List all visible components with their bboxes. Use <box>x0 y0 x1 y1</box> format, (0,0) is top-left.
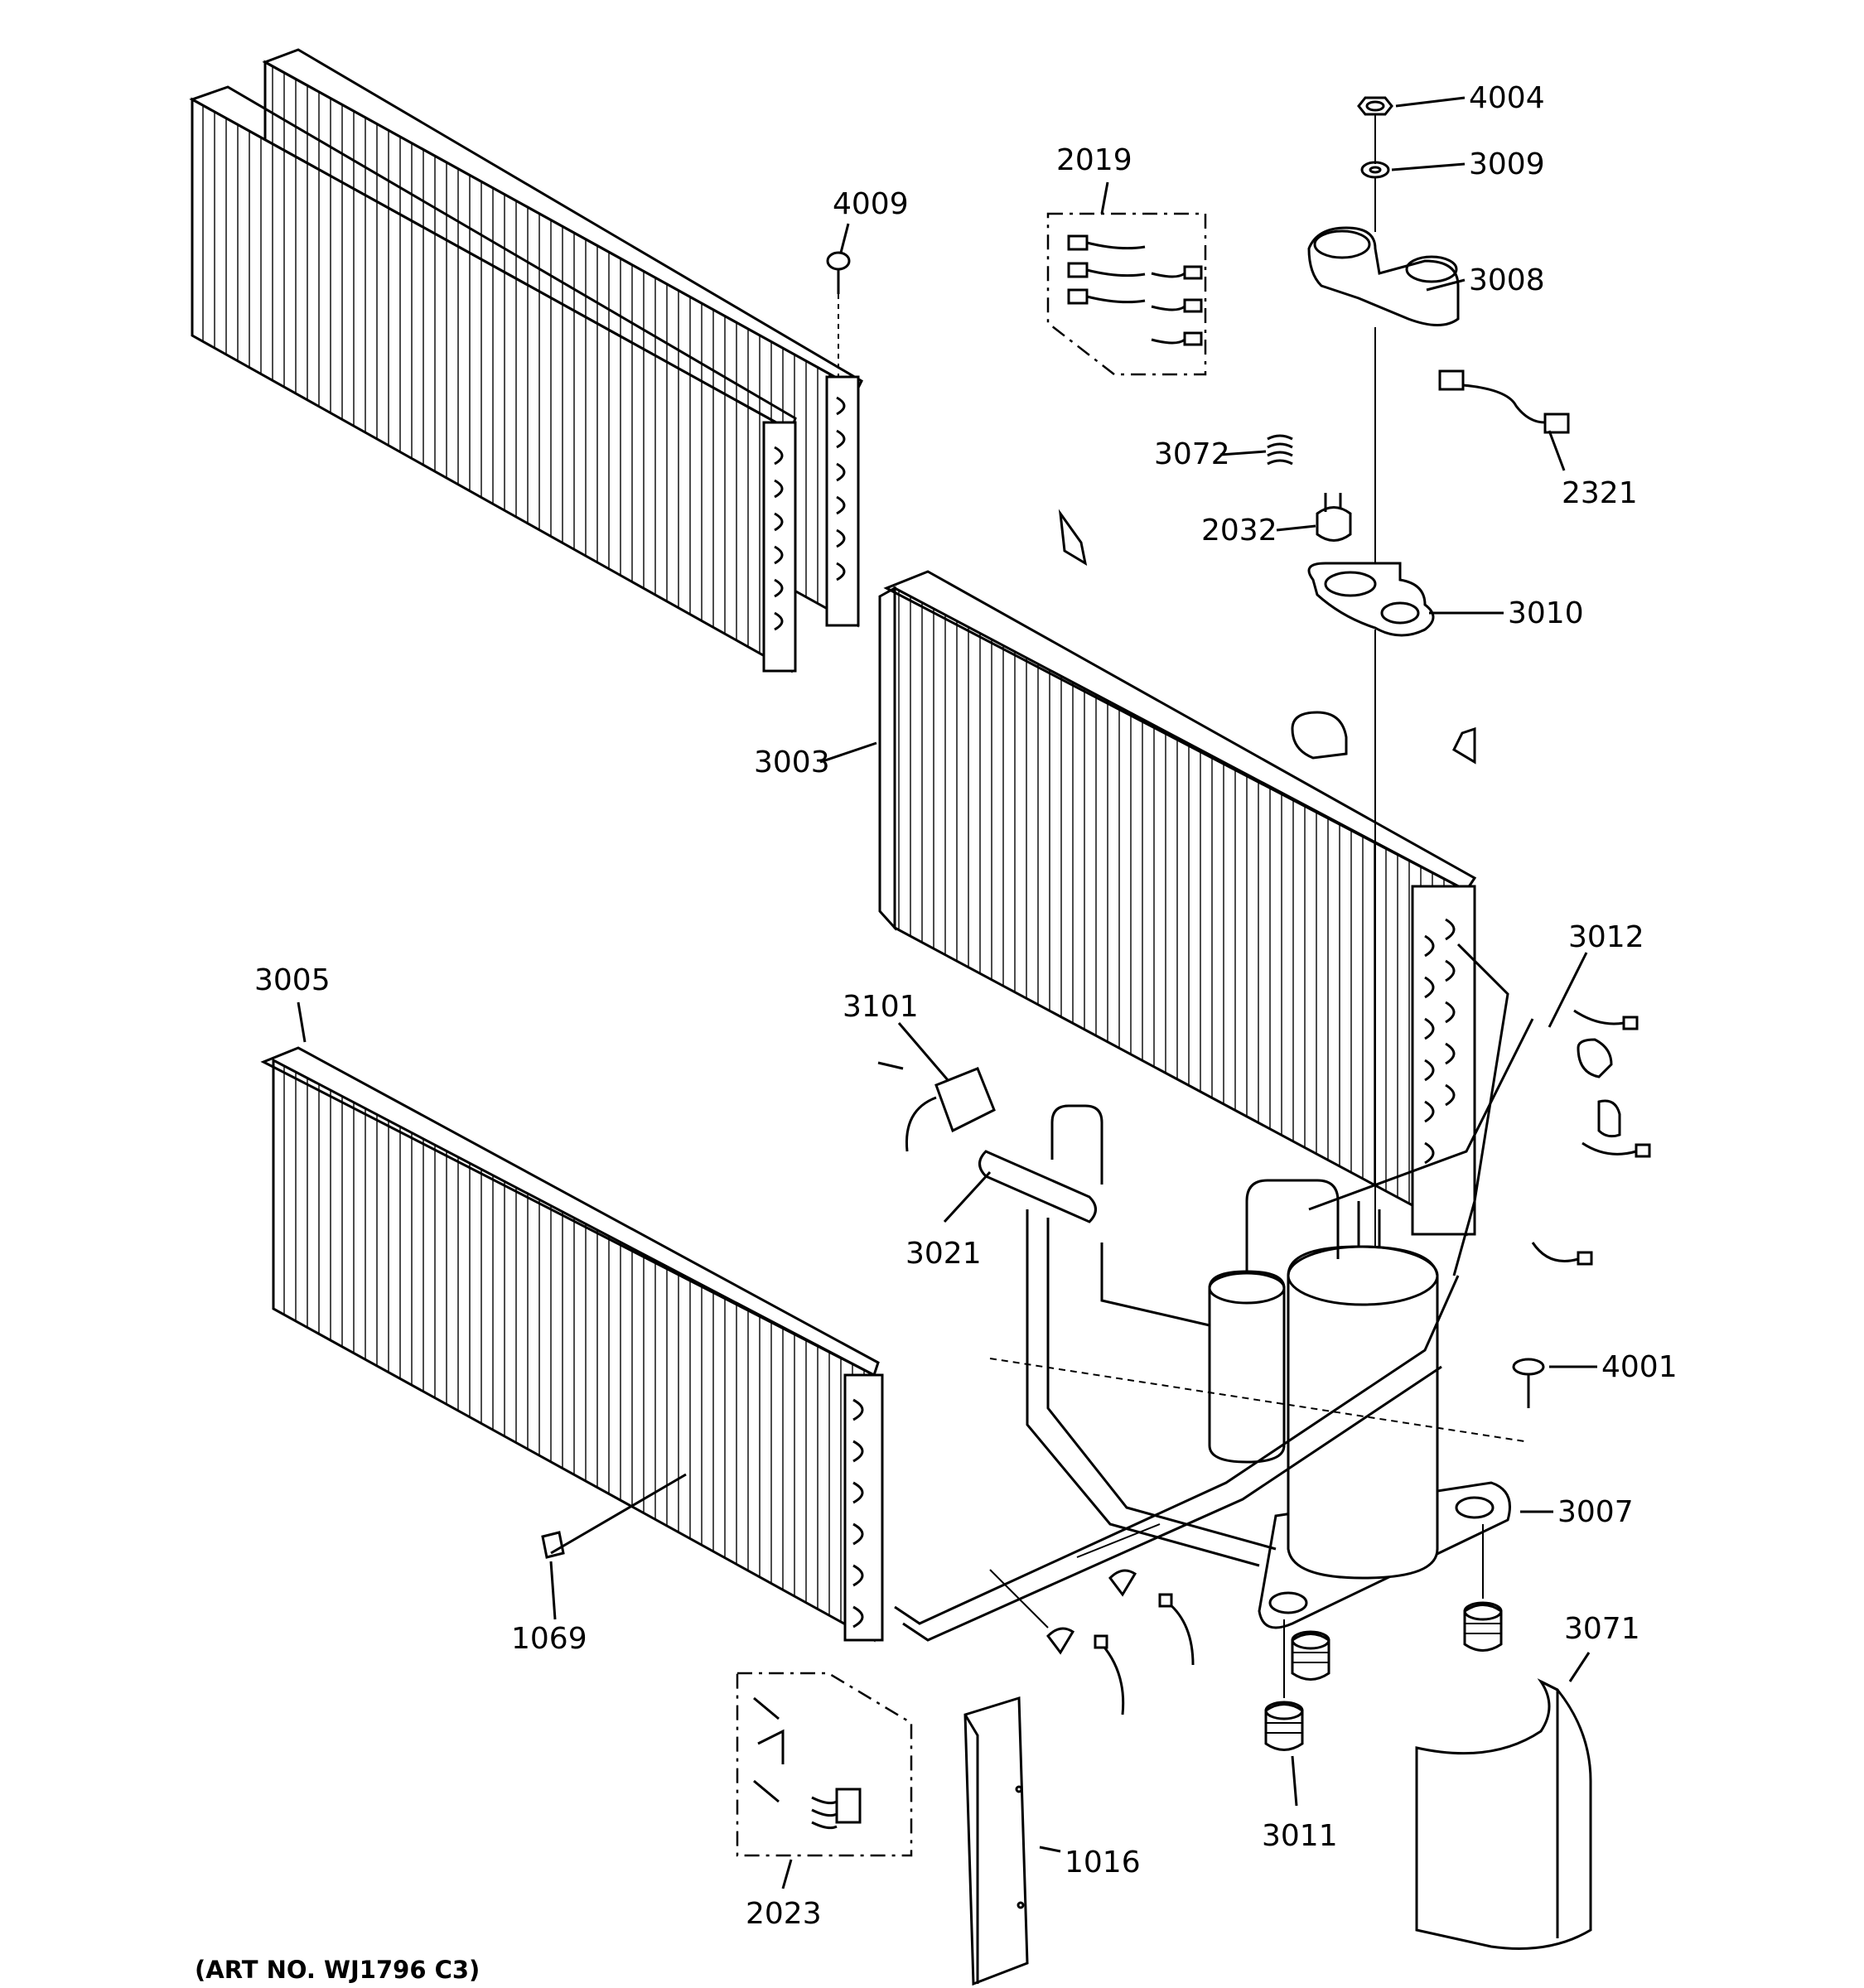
label-2321: 2321 <box>1562 476 1638 510</box>
label-3101: 3101 <box>843 990 919 1024</box>
label-2032: 2032 <box>1201 514 1277 548</box>
evaporator-coil-3005 <box>260 1046 884 1643</box>
label-3071: 3071 <box>1564 1612 1640 1646</box>
label-3012: 3012 <box>1568 920 1644 954</box>
bolt-4001 <box>1512 1358 1545 1408</box>
compressor-shield-3071 <box>1415 1678 1592 1950</box>
label-3008: 3008 <box>1469 263 1545 297</box>
misc-clips <box>541 1523 1195 1715</box>
wire-harness-2321 <box>1438 369 1570 434</box>
isolator-grommets-3011 <box>1264 1524 1503 1751</box>
compressor-assembly <box>894 943 1534 1642</box>
label-3005: 3005 <box>254 963 331 997</box>
label-1069: 1069 <box>511 1622 587 1656</box>
wire-kit-2023 <box>736 1672 913 1857</box>
bracket-1016 <box>963 1696 1029 1986</box>
washer-3009 <box>1360 161 1390 179</box>
solenoid-coil-3101 <box>877 1061 996 1152</box>
nut-4004 <box>1357 96 1393 116</box>
label-3021: 3021 <box>905 1237 982 1271</box>
wedge-clip-right <box>1452 726 1476 765</box>
label-3003: 3003 <box>754 746 830 779</box>
label-1016: 1016 <box>1065 1846 1141 1879</box>
label-3009: 3009 <box>1469 147 1545 181</box>
label-3011: 3011 <box>1262 1819 1338 1853</box>
part-labels: 4004 3009 2019 4009 3008 3072 2321 2032 … <box>195 81 1678 1984</box>
spring-3072 <box>1267 434 1293 466</box>
leader-lines <box>297 96 1597 1889</box>
mounting-plate-3010 <box>1307 562 1435 637</box>
label-4009: 4009 <box>833 187 909 221</box>
label-3007: 3007 <box>1557 1495 1634 1529</box>
terminal-block-2032 <box>1316 493 1352 542</box>
sensor-clips-3012 <box>1531 1009 1651 1266</box>
wedge-clip-left <box>1058 509 1088 567</box>
label-4004: 4004 <box>1469 81 1545 115</box>
label-4001: 4001 <box>1601 1350 1678 1384</box>
label-3072: 3072 <box>1154 437 1230 471</box>
art-number: (ART NO. WJ1796 C3) <box>195 1956 480 1984</box>
reversing-valve-3021 <box>978 1104 1103 1223</box>
screw-4009 <box>826 251 851 377</box>
label-3010: 3010 <box>1508 596 1584 630</box>
label-2019: 2019 <box>1056 143 1132 177</box>
label-2023: 2023 <box>746 1897 822 1931</box>
terminal-cover-3008 <box>1307 226 1460 326</box>
evaporator-coil-front <box>189 85 846 673</box>
rubber-block <box>1291 711 1348 760</box>
wire-kit-2019 <box>1046 212 1207 376</box>
condenser-coil-3003 <box>878 570 1477 1237</box>
